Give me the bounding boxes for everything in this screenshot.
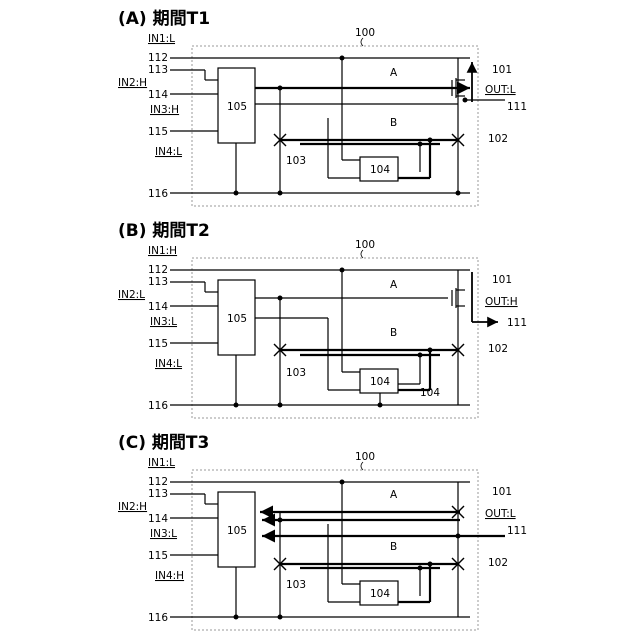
- block-104-label: 104: [370, 164, 390, 176]
- ref-101: 101: [492, 274, 512, 286]
- module-label: 100: [355, 451, 375, 463]
- input-in3-label: IN3:H: [150, 104, 179, 116]
- terminal-112: 112: [148, 476, 168, 488]
- block-104-label: 104: [370, 588, 390, 600]
- ref-103: 103: [286, 579, 306, 591]
- terminal-112: 112: [148, 52, 168, 64]
- ref-111: 111: [507, 101, 527, 113]
- wiring: [170, 270, 470, 405]
- panel-title: (A) 期間T1: [118, 9, 210, 29]
- input-in2-label: IN2:H: [118, 501, 147, 513]
- terminal-116: 116: [148, 612, 168, 624]
- path-b-label: B: [390, 117, 397, 129]
- ref-103: 103: [286, 367, 306, 379]
- terminal-114: 114: [148, 89, 168, 101]
- input-in1-label: IN1:H: [148, 245, 177, 257]
- ref-102: 102: [488, 557, 508, 569]
- panel-b: (B) 期間T2 100 IN1:H 112 113 IN2:L 114 IN3…: [118, 221, 527, 418]
- terminal-113: 113: [148, 276, 168, 288]
- input-in4-label: IN4:L: [155, 146, 182, 158]
- path-a-label: A: [390, 279, 398, 291]
- ref-104-out: 104: [420, 387, 440, 399]
- block-105-label: 105: [227, 101, 247, 113]
- junctions: [234, 480, 461, 620]
- output-label: OUT:H: [485, 296, 518, 308]
- junctions: [234, 268, 433, 408]
- ref-111: 111: [507, 317, 527, 329]
- terminal-115: 115: [148, 550, 168, 562]
- block-104-label: 104: [370, 376, 390, 388]
- terminal-116: 116: [148, 188, 168, 200]
- ref-102: 102: [488, 343, 508, 355]
- output-label: OUT:L: [485, 508, 516, 520]
- output-label: OUT:L: [485, 84, 516, 96]
- junctions: [234, 56, 468, 196]
- input-in2-label: IN2:H: [118, 77, 147, 89]
- input-in2-label: IN2:L: [118, 289, 145, 301]
- module-label: 100: [355, 239, 375, 251]
- ref-103: 103: [286, 155, 306, 167]
- input-in3-label: IN3:L: [150, 528, 177, 540]
- wiring: [170, 482, 470, 617]
- ref-101: 101: [492, 486, 512, 498]
- ref-101: 101: [492, 64, 512, 76]
- path-a-label: A: [390, 67, 398, 79]
- terminal-115: 115: [148, 126, 168, 138]
- input-in4-label: IN4:L: [155, 358, 182, 370]
- panel-title: (B) 期間T2: [118, 221, 210, 241]
- terminal-115: 115: [148, 338, 168, 350]
- terminal-114: 114: [148, 301, 168, 313]
- block-105-label: 105: [227, 525, 247, 537]
- input-in1-label: IN1:L: [148, 33, 175, 45]
- input-in4-label: IN4:H: [155, 570, 184, 582]
- path-b-label: B: [390, 541, 397, 553]
- ref-111: 111: [507, 525, 527, 537]
- input-in1-label: IN1:L: [148, 457, 175, 469]
- block-105-label: 105: [227, 313, 247, 325]
- path-a-label: A: [390, 489, 398, 501]
- ref-102: 102: [488, 133, 508, 145]
- terminal-114: 114: [148, 513, 168, 525]
- terminal-116: 116: [148, 400, 168, 412]
- panel-title: (C) 期間T3: [118, 433, 209, 453]
- terminal-113: 113: [148, 64, 168, 76]
- panel-c: (C) 期間T3 100 IN1:L 112 113 IN2:H 114 IN3…: [118, 433, 527, 630]
- panel-a: (A) 期間T1 100 IN1:L 112 113 IN2:H 114 IN3…: [118, 9, 527, 206]
- path-b-label: B: [390, 327, 397, 339]
- module-label: 100: [355, 27, 375, 39]
- input-in3-label: IN3:L: [150, 316, 177, 328]
- terminal-113: 113: [148, 488, 168, 500]
- terminal-112: 112: [148, 264, 168, 276]
